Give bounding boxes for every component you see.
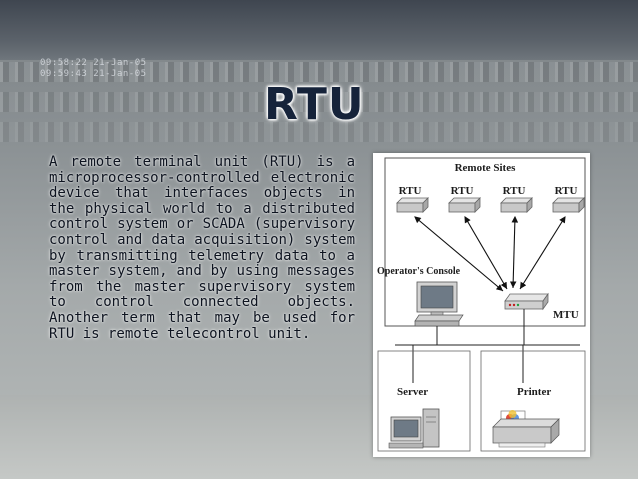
panel-row (0, 122, 638, 142)
clock-readout: 09:58:22 21-Jan-05 (40, 58, 147, 68)
rtu-label: RTU (555, 185, 578, 197)
slide-title: RTU (264, 79, 365, 130)
ceiling (0, 0, 638, 60)
operator-console-label: Operator's Console (377, 266, 461, 277)
printer-label: Printer (517, 386, 551, 398)
printer-icon (492, 410, 560, 448)
mtu-device-icon (504, 292, 549, 311)
clock-readout: 09:59:43 21-Jan-05 (40, 69, 147, 79)
printer-frame (480, 350, 586, 452)
server-computer-icon (388, 408, 440, 449)
rtu-label: RTU (451, 185, 474, 197)
rtu-device-icon (500, 197, 533, 213)
remote-sites-label: Remote Sites (455, 162, 517, 174)
lan-connections (395, 309, 580, 383)
server-label: Server (397, 386, 428, 398)
rtu-device-icon (552, 197, 585, 213)
panel-row (0, 62, 638, 82)
computer-icon (414, 281, 464, 327)
communication-arrows (414, 215, 566, 292)
slide-body-text: A remote terminal unit (RTU) is a microp… (49, 154, 355, 342)
rtu-device-icon (396, 197, 429, 213)
panel-row (0, 92, 638, 112)
rtu-label: RTU (503, 185, 526, 197)
rtu-device-icon (448, 197, 481, 213)
server-frame (377, 350, 471, 452)
rtu-label: RTU (399, 185, 422, 197)
scada-network-diagram: Remote Sites RTU RTU RTU RTU (373, 153, 590, 457)
network-diagram-svg: Remote Sites RTU RTU RTU RTU (377, 157, 586, 452)
mtu-label: MTU (553, 309, 579, 321)
remote-sites-frame (384, 157, 586, 327)
